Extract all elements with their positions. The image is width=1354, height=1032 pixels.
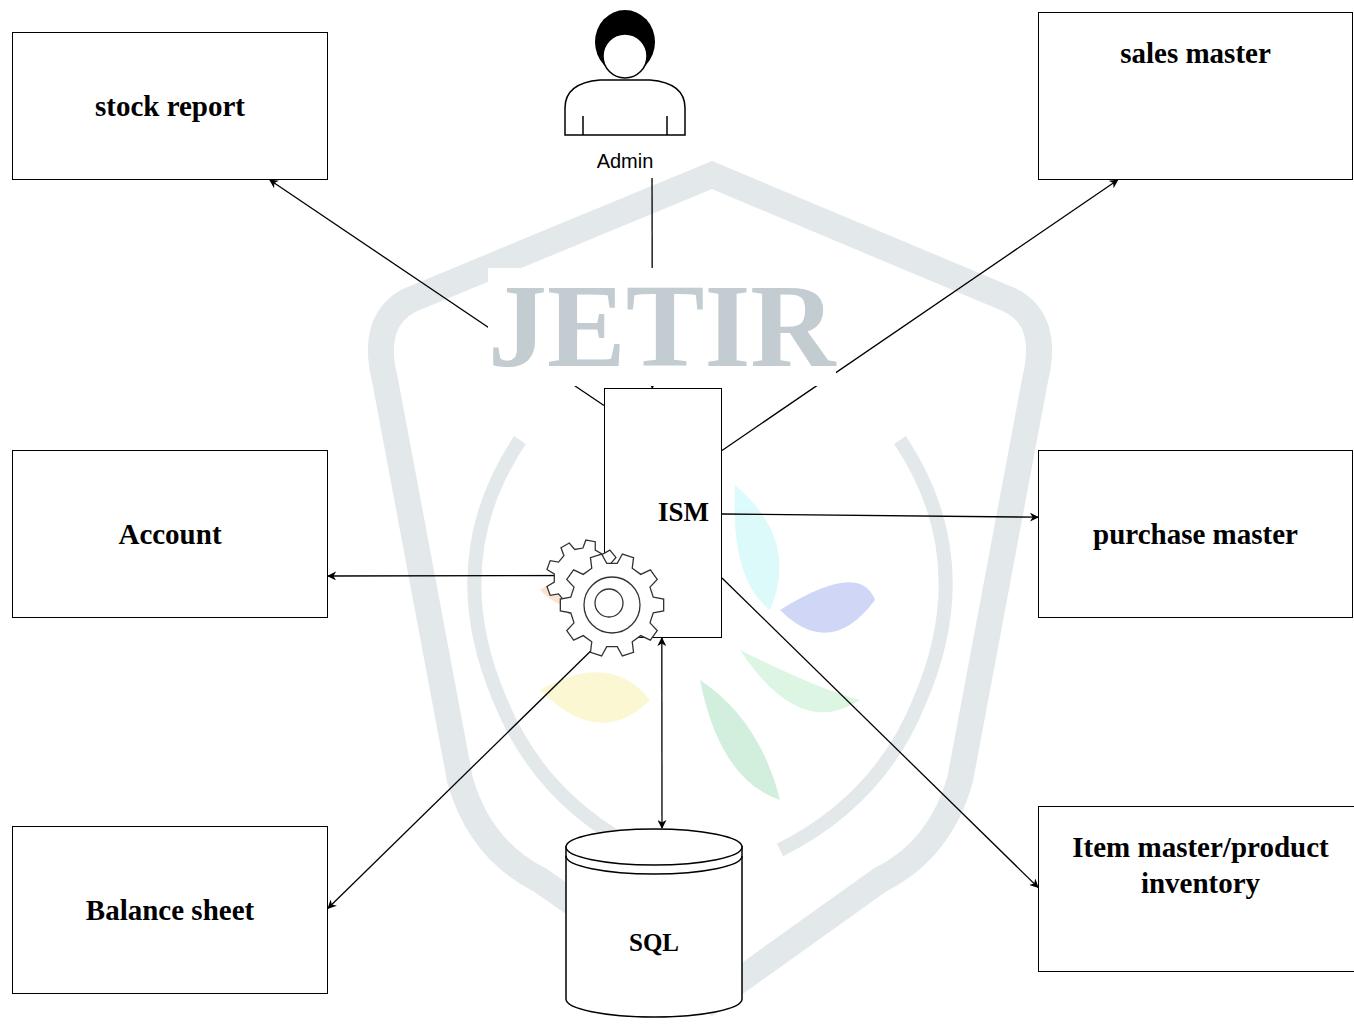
- module-box: sales master: [1038, 12, 1353, 180]
- module-box: Account: [12, 450, 328, 618]
- arrow-connector: [722, 514, 1038, 517]
- watermark-text: JETIR: [488, 268, 836, 386]
- report-box: stock report: [12, 32, 328, 180]
- node-label: stock report: [87, 88, 253, 124]
- node-label: Account: [110, 516, 229, 552]
- database-cylinder: SQL: [565, 828, 743, 1018]
- cylinder-outline: [565, 828, 743, 1018]
- gear-hole: [595, 589, 623, 617]
- node-label: Item master/product inventory: [1039, 829, 1354, 902]
- node-label: sales master: [1112, 35, 1279, 71]
- module-box: Item master/product inventory: [1038, 806, 1354, 972]
- actor-label: Admin: [597, 149, 654, 174]
- arrow-connector: [328, 575, 604, 577]
- gear-ring: [584, 577, 640, 633]
- person-icon: [560, 8, 690, 140]
- report-box: Balance sheet: [12, 826, 328, 994]
- node-label: purchase master: [1085, 516, 1306, 552]
- node-label: Balance sheet: [78, 892, 262, 928]
- arrow-connector: [328, 638, 604, 908]
- module-box: purchase master: [1038, 450, 1353, 618]
- system-box: ISM: [604, 388, 722, 638]
- arrow-connector: [722, 578, 1038, 887]
- node-label: SQL: [629, 927, 679, 958]
- gear-back: [547, 540, 622, 616]
- node-label: ISM: [658, 496, 709, 530]
- arrow-connector: [661, 638, 662, 828]
- gear-front: [560, 554, 663, 656]
- actor-figure: Admin: [560, 8, 690, 178]
